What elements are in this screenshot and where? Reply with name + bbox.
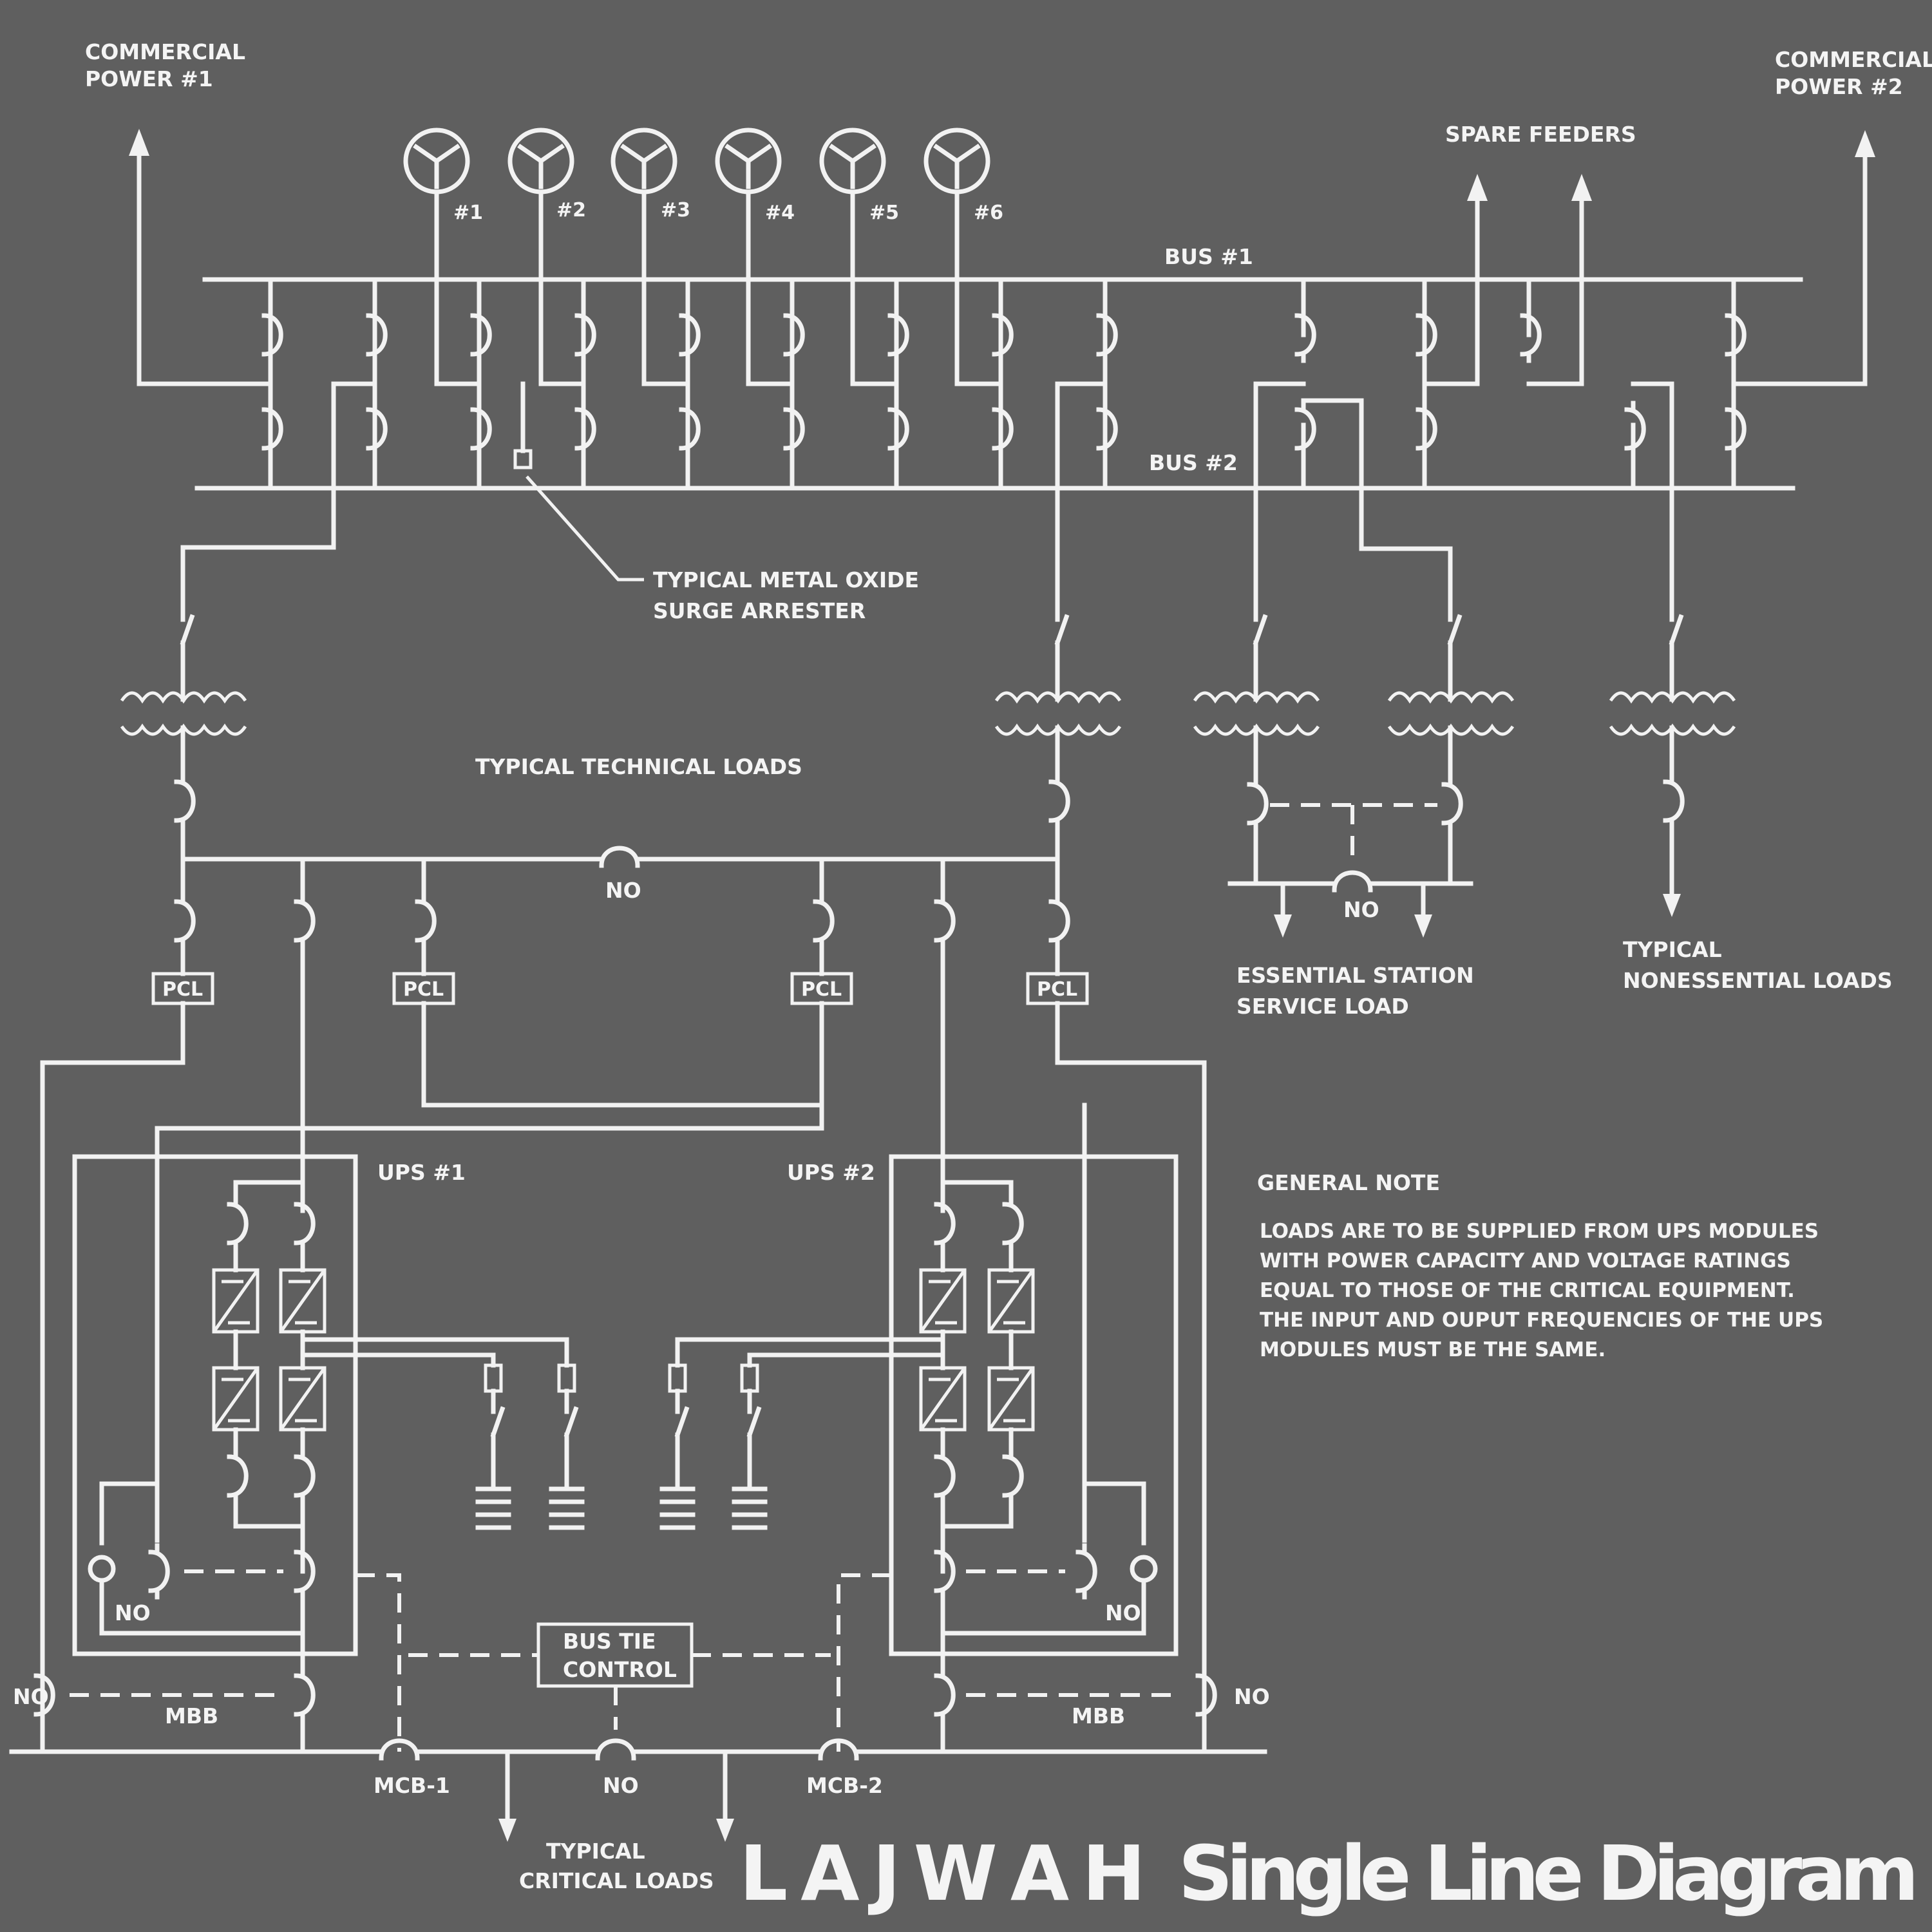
generator-1-label: #1 bbox=[453, 202, 483, 224]
mbb-2-no-label: NO bbox=[1234, 1684, 1270, 1709]
bus-2-label: BUS #2 bbox=[1149, 450, 1238, 475]
pcl-4-label: PCL bbox=[1037, 978, 1077, 1001]
generator-5-label: #5 bbox=[869, 202, 899, 224]
ups-2 bbox=[662, 1103, 1215, 1754]
spare-feeders bbox=[1422, 174, 1592, 386]
generator-6-label: #6 bbox=[974, 202, 1003, 224]
ups-2-label: UPS #2 bbox=[787, 1160, 875, 1185]
general-note-heading: GENERAL NOTE bbox=[1257, 1170, 1440, 1195]
generator-3-label: #3 bbox=[661, 199, 690, 222]
technical-no-label: NO bbox=[605, 878, 641, 903]
bus-breaker-columns bbox=[264, 277, 1744, 582]
bus-tie-no-label: NO bbox=[603, 1773, 639, 1798]
critical-bus bbox=[9, 1622, 1267, 1842]
generators bbox=[406, 130, 1003, 386]
essential-no-label: NO bbox=[1343, 897, 1379, 922]
ups-1-label: UPS #1 bbox=[377, 1160, 466, 1185]
critical-loads-label: TYPICAL CRITICAL LOADS bbox=[519, 1839, 714, 1893]
commercial-power-1-feed bbox=[129, 129, 273, 386]
bus-tie-control-label: BUS TIE CONTROL bbox=[563, 1629, 677, 1682]
spare-feeders-label: SPARE FEEDERS bbox=[1445, 122, 1636, 147]
commercial-power-2-feed bbox=[1731, 130, 1875, 386]
generator-4-label: #4 bbox=[765, 202, 795, 224]
mbb-1-no-label: NO bbox=[13, 1684, 49, 1709]
bus-1-label: BUS #1 bbox=[1164, 244, 1253, 269]
general-note-body: LOADS ARE TO BE SUPPLIED FROM UPS MODULE… bbox=[1260, 1220, 1830, 1361]
technical-loads-bus bbox=[40, 848, 1207, 1754]
technical-loads-label: TYPICAL TECHNICAL LOADS bbox=[475, 754, 802, 779]
commercial-power-1-label: COMMERCIAL POWER #1 bbox=[85, 39, 252, 91]
mbb-2-label: MBB bbox=[1072, 1703, 1125, 1728]
diagram-title: L A J W A H Single Line Diagram bbox=[739, 1829, 1919, 1918]
mcb-1-label: MCB-1 bbox=[374, 1773, 450, 1798]
pcl-3-label: PCL bbox=[801, 978, 842, 1001]
mcb-2-label: MCB-2 bbox=[806, 1773, 883, 1798]
essential-station-label: ESSENTIAL STATION SERVICE LOAD bbox=[1236, 963, 1481, 1019]
nonessential-loads-label: TYPICAL NONESSENTIAL LOADS bbox=[1623, 937, 1893, 993]
ups-1 bbox=[36, 1103, 824, 1754]
mbb-1-label: MBB bbox=[165, 1703, 218, 1728]
transformer-feeders bbox=[122, 381, 1734, 938]
surge-arrester-label: TYPICAL METAL OXIDE SURGE ARRESTER bbox=[653, 567, 927, 623]
ups-2-bypass-no-label: NO bbox=[1105, 1600, 1141, 1625]
commercial-power-2-label: COMMERCIAL POWER #2 bbox=[1775, 47, 1932, 99]
ups-1-bypass-no-label: NO bbox=[115, 1600, 151, 1625]
pcl-1-label: PCL bbox=[162, 978, 203, 1001]
pcl-2-label: PCL bbox=[403, 978, 444, 1001]
generator-2-label: #2 bbox=[556, 199, 586, 222]
